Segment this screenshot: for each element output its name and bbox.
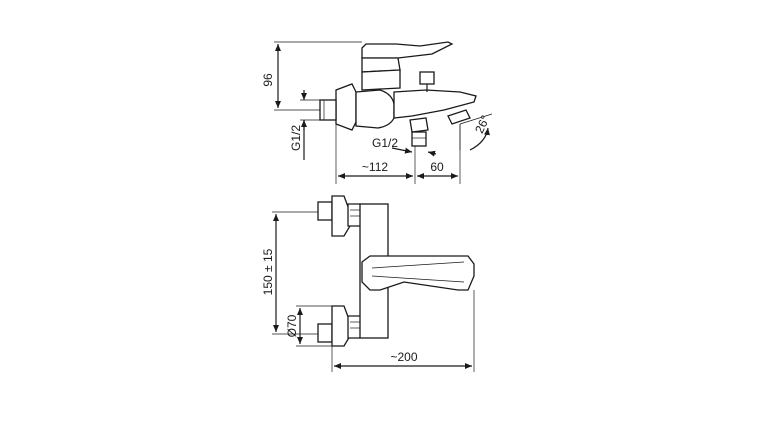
lower-inlet-connector	[317, 323, 333, 343]
inlet-connector	[319, 99, 337, 121]
dim-diameter: Ø70	[285, 314, 299, 337]
dim-angle: 26°	[472, 113, 492, 136]
dim-thread-inlet: G1/2	[289, 125, 303, 151]
wall-flange	[335, 83, 357, 131]
upper-inlet-connector	[317, 201, 333, 221]
dim-length-112: ~112	[362, 160, 388, 174]
dim-length-60: 60	[430, 160, 444, 174]
front-view: 150 ± 15 Ø70 ~200	[261, 195, 475, 372]
lower-wall-flange	[331, 305, 351, 347]
upper-wall-flange	[331, 195, 351, 237]
diverter-knob	[419, 71, 435, 85]
spout-tip	[447, 109, 471, 125]
dim-thread-outlet: G1/2	[372, 136, 398, 150]
dim-height-96: 96	[261, 73, 275, 87]
side-view: 96 G1/2 G1/2 ~112 60 26°	[261, 41, 493, 184]
spout	[393, 89, 477, 119]
dim-spacing: 150 ± 15	[261, 248, 275, 295]
dim-length-200: ~200	[390, 350, 417, 364]
spout-front	[361, 255, 475, 291]
body-lower	[355, 89, 395, 129]
lever-handle	[361, 41, 454, 59]
faucet-body	[361, 69, 401, 91]
shower-outlet	[409, 117, 429, 133]
